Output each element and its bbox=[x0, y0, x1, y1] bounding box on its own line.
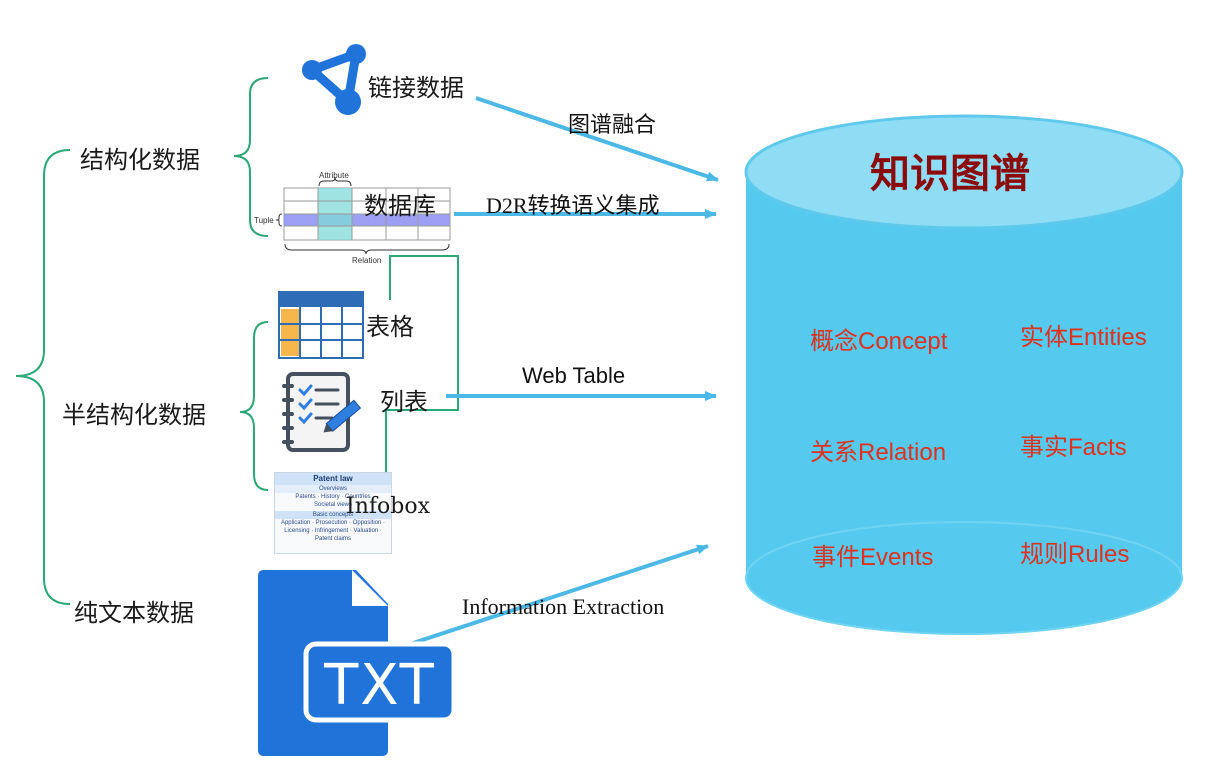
source-database: 数据库 bbox=[364, 192, 436, 220]
kg-item-entities: 实体Entities bbox=[1020, 324, 1147, 351]
infobox-section-basic: Basic concepts bbox=[275, 511, 391, 519]
semi-structured-connector bbox=[385, 255, 459, 490]
txt-icon-label: TXT bbox=[323, 653, 436, 718]
category-plain-text-data: 纯文本数据 bbox=[74, 599, 194, 627]
db-tuple-label: Tuple bbox=[254, 216, 274, 225]
structured-brace bbox=[233, 77, 269, 237]
source-linked-data: 链接数据 bbox=[368, 74, 464, 102]
txt-file-icon: TXT bbox=[258, 570, 457, 756]
semi-structured-brace bbox=[239, 321, 269, 491]
category-semi-structured-data: 半结构化数据 bbox=[62, 401, 206, 429]
kg-item-facts: 事实Facts bbox=[1020, 434, 1127, 461]
kg-item-concept: 概念Concept bbox=[810, 328, 948, 355]
db-attribute-label: Attribute bbox=[319, 171, 349, 180]
arrow-linked-data bbox=[475, 96, 719, 182]
infobox-row: Patents · History · Countries bbox=[295, 494, 371, 500]
infobox-row: Licensing · Infringement · Valuation · bbox=[284, 528, 382, 534]
source-list: 列表 bbox=[380, 388, 428, 416]
infobox-title: Patent law bbox=[275, 473, 391, 485]
flow-information-extraction: Information Extraction bbox=[462, 594, 665, 619]
main-brace bbox=[15, 149, 71, 605]
infobox-section-overviews: Overviews bbox=[275, 485, 391, 493]
database-table-icon: Attribute Tuple Relation bbox=[254, 171, 451, 265]
spreadsheet-icon bbox=[278, 291, 364, 359]
checklist-icon bbox=[282, 372, 362, 452]
infobox-row: Application · Prosecution · Opposition · bbox=[280, 520, 386, 526]
flow-graph-fusion: 图谱融合 bbox=[568, 112, 657, 137]
infobox-row: Patent claims bbox=[314, 536, 351, 542]
db-relation-label: Relation bbox=[352, 256, 381, 265]
category-structured-data: 结构化数据 bbox=[80, 146, 200, 174]
kg-item-events: 事件Events bbox=[812, 544, 934, 571]
flow-d2r: D2R转换语义集成 bbox=[486, 193, 660, 218]
source-infobox: Infobox bbox=[346, 494, 430, 519]
flow-web-table: Web Table bbox=[522, 363, 626, 388]
knowledge-graph-cylinder bbox=[744, 114, 1184, 635]
infobox-row: Societal views bbox=[313, 502, 352, 508]
knowledge-graph-title: 知识图谱 bbox=[870, 151, 1030, 197]
arrow-info-extraction bbox=[397, 544, 709, 650]
kg-item-rules: 规则Rules bbox=[1020, 541, 1130, 568]
infobox-thumbnail: Patent law Overviews Patents · History ·… bbox=[274, 472, 392, 554]
linked-data-icon bbox=[302, 44, 366, 115]
kg-item-relation: 关系Relation bbox=[810, 439, 947, 466]
source-table: 表格 bbox=[366, 313, 414, 341]
